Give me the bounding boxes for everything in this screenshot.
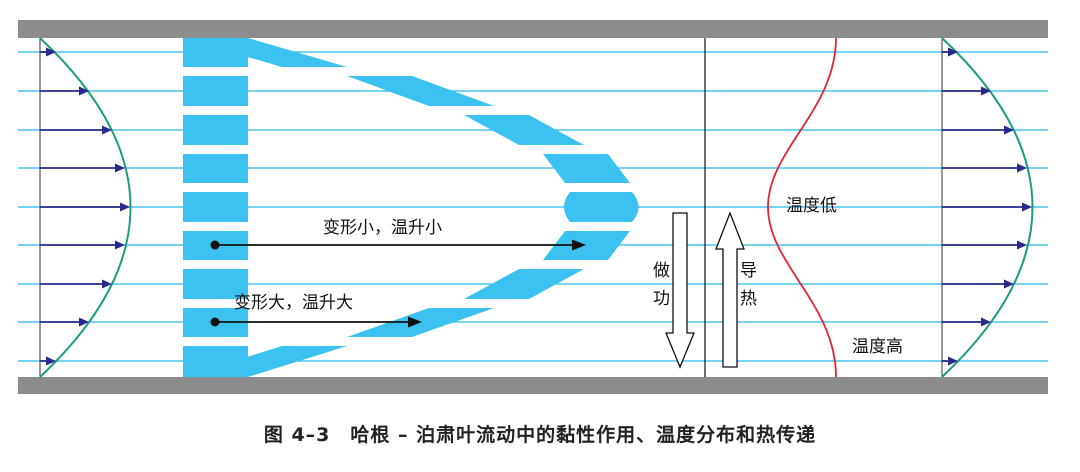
heat-arrow bbox=[715, 211, 745, 368]
velocity-arrowhead bbox=[981, 86, 991, 96]
label-work-1: 做 bbox=[653, 261, 670, 281]
velocity-arrowhead bbox=[948, 47, 958, 57]
velocity-arrowhead bbox=[948, 356, 958, 366]
velocity-arrowhead bbox=[115, 240, 125, 250]
velocity-arrowhead bbox=[79, 86, 89, 96]
parabola-curve bbox=[39, 37, 132, 378]
label-work-2: 功 bbox=[653, 289, 670, 309]
velocity-arrowhead bbox=[46, 356, 56, 366]
velocity-arrowhead bbox=[79, 317, 89, 327]
label-heat-1: 导 bbox=[740, 261, 757, 281]
temperature-curve bbox=[767, 37, 837, 378]
diagram: 变形小，温升小 变形大，温升大 做 功 导 热 温度低 温度高 bbox=[18, 20, 1048, 394]
label-small-deformation: 变形小，温升小 bbox=[323, 218, 442, 238]
streamlines bbox=[18, 51, 1048, 362]
velocity-arrowhead bbox=[981, 317, 991, 327]
right-velocity-profile bbox=[941, 37, 1034, 378]
velocity-arrowhead bbox=[1004, 125, 1014, 135]
small-deformation-arrow bbox=[210, 239, 586, 251]
figure-caption: 图 4–3 哈根 – 泊肃叶流动中的黏性作用、温度分布和热传递 bbox=[263, 424, 817, 446]
velocity-arrowhead bbox=[1004, 279, 1014, 289]
top-wall bbox=[18, 20, 1048, 38]
velocity-arrowhead bbox=[1017, 163, 1027, 173]
left-velocity-profile bbox=[39, 37, 132, 378]
velocity-arrowhead bbox=[1017, 240, 1027, 250]
arrowhead bbox=[408, 316, 422, 328]
velocity-arrowhead bbox=[102, 125, 112, 135]
large-deformation-arrow bbox=[210, 316, 422, 328]
label-heat-2: 热 bbox=[740, 289, 757, 309]
label-large-deformation: 变形大，温升大 bbox=[234, 293, 353, 313]
work-arrow bbox=[665, 212, 695, 369]
velocity-arrowhead bbox=[115, 163, 125, 173]
bottom-wall bbox=[18, 377, 1048, 394]
label-temp-high: 温度高 bbox=[852, 337, 903, 357]
velocity-arrowhead bbox=[102, 279, 112, 289]
parabola-curve bbox=[941, 37, 1034, 378]
arrowhead bbox=[572, 239, 586, 251]
velocity-arrowhead bbox=[1022, 202, 1032, 212]
velocity-arrowhead bbox=[120, 202, 130, 212]
label-temp-low: 温度低 bbox=[786, 196, 837, 216]
velocity-arrowhead bbox=[46, 47, 56, 57]
